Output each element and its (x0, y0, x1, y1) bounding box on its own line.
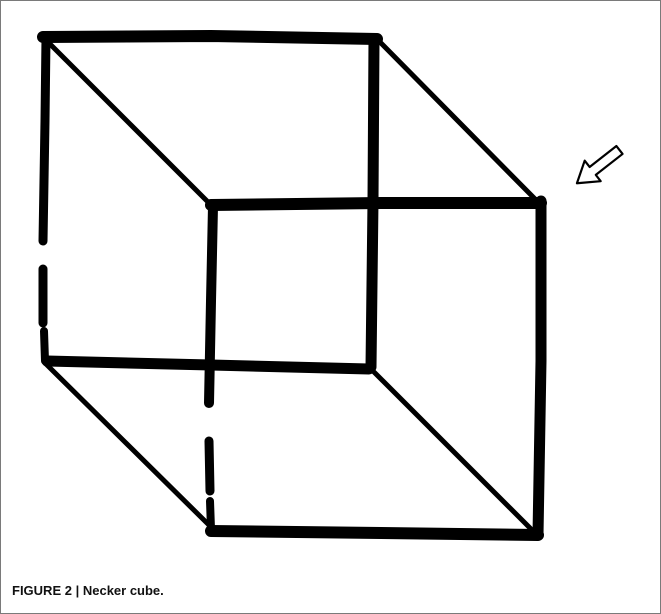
caption-title: Necker cube. (83, 583, 164, 598)
figure-caption: FIGURE 2 | Necker cube. (12, 583, 164, 598)
front-right-edge (538, 201, 541, 535)
front-bottom-edge (211, 531, 538, 535)
edge-top-left-diagonal (45, 39, 213, 207)
cube-diagonal-edges (45, 37, 537, 533)
front-left-edge-lower (209, 441, 210, 491)
back-top-edge (43, 36, 377, 39)
hollow-arrow-icon (569, 140, 628, 194)
edge-bottom-right-diagonal (371, 369, 535, 533)
caption-label: FIGURE 2 (12, 583, 72, 598)
front-left-edge (209, 206, 213, 403)
back-left-edge (43, 37, 46, 241)
front-top-edge (211, 203, 541, 205)
front-left-edge-bottom (210, 501, 211, 529)
edge-top-right-diagonal (375, 37, 537, 201)
back-left-edge-bottom (44, 331, 45, 361)
caption-separator: | (72, 583, 83, 598)
edge-bottom-left-diagonal (45, 363, 211, 527)
